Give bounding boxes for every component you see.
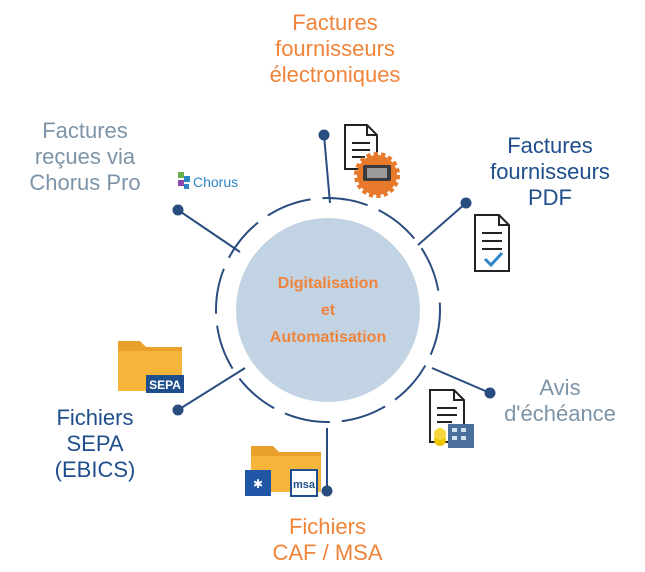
label-line: CAF / MSA — [272, 540, 383, 565]
outer-dashed-ring — [215, 197, 441, 423]
label-fichiers-caf-msa: Fichiers CAF / MSA — [240, 514, 415, 566]
center-label: Digitalisation et Automatisation — [238, 270, 418, 351]
label-avis-echeance: Avis d'échéance — [475, 375, 645, 427]
label-line: fournisseurs — [275, 36, 395, 61]
dot-sepa — [172, 404, 184, 416]
label-line: Chorus Pro — [29, 170, 141, 195]
label-factures-chorus: Factures reçues via Chorus Pro — [5, 118, 165, 196]
label-line: Fichiers — [288, 514, 366, 539]
center-line-3: Automatisation — [269, 329, 387, 346]
label-line: Factures — [507, 133, 593, 158]
connector-lines — [177, 134, 491, 490]
dot-electroniques — [318, 129, 330, 141]
label-line: Avis — [539, 375, 581, 400]
chorus-logo-text: Chorus — [193, 174, 238, 190]
chorus-logo-icon: Chorus — [178, 172, 238, 190]
label-line: reçues via — [34, 144, 136, 169]
label-line: Factures — [292, 10, 378, 35]
spoke-pdf — [417, 202, 467, 246]
document-check-icon — [474, 214, 510, 272]
center-circle — [236, 218, 420, 402]
label-line: électroniques — [269, 62, 401, 87]
dot-pdf — [460, 197, 472, 209]
label-line: fournisseurs — [490, 159, 610, 184]
document-building-icon — [429, 389, 474, 448]
label-line: SEPA — [66, 431, 124, 456]
label-line: d'échéance — [504, 401, 616, 426]
spoke-chorus — [177, 209, 241, 253]
label-line: Factures — [42, 118, 128, 143]
folder-caf-msa-icon: ✱ msa — [245, 446, 321, 497]
connector-dots — [172, 129, 496, 497]
label-line: Fichiers — [56, 405, 134, 430]
label-factures-pdf: Factures fournisseurs PDF — [470, 133, 630, 211]
dot-chorus — [172, 204, 184, 216]
label-line: PDF — [528, 185, 572, 210]
folder-sepa-icon: SEPA — [118, 341, 184, 393]
center-line-1: Digitalisation — [277, 275, 379, 292]
spoke-electroniques — [323, 134, 331, 204]
sepa-logo-text: SEPA — [149, 378, 181, 392]
spoke-sepa — [177, 367, 246, 411]
spoke-avis — [431, 367, 491, 394]
document-gear-icon — [344, 124, 400, 198]
dot-avis — [484, 387, 496, 399]
dot-caf — [321, 485, 333, 497]
label-line: (EBICS) — [54, 457, 136, 482]
center-line-2: et — [320, 302, 336, 319]
msa-logo-text: msa — [293, 479, 316, 491]
label-fichiers-sepa: Fichiers SEPA (EBICS) — [25, 405, 165, 483]
label-factures-electroniques: Factures fournisseurs électroniques — [235, 10, 435, 88]
svg-text:✱: ✱ — [253, 477, 263, 491]
